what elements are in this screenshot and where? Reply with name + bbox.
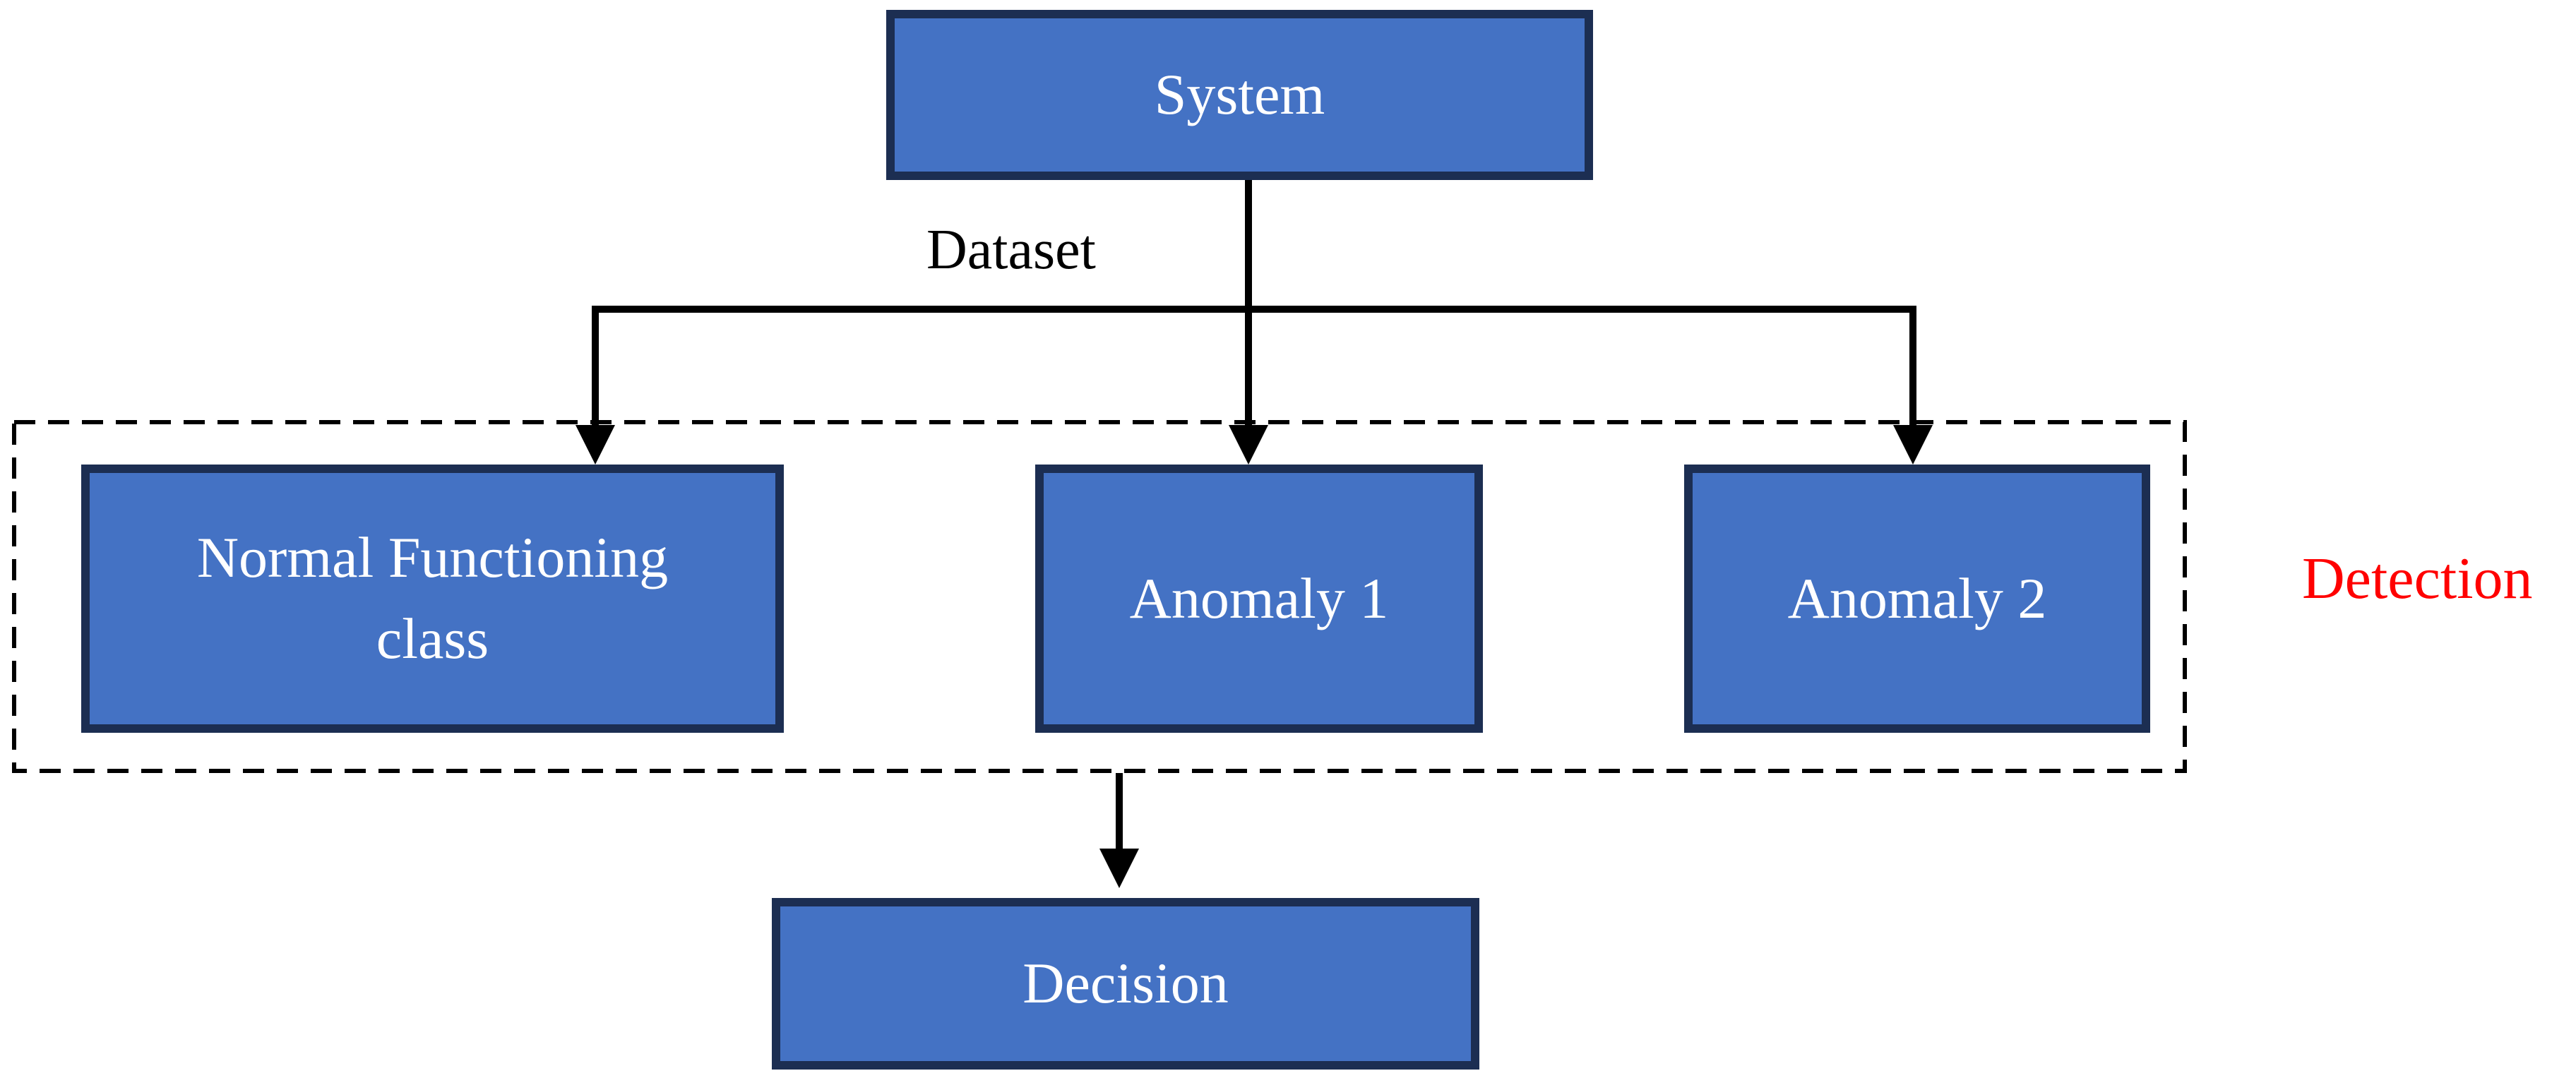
node-anomaly1-label: Anomaly 1 bbox=[1129, 565, 1389, 630]
dataset-label: Dataset bbox=[926, 219, 1096, 281]
arrowhead-to-decision bbox=[1099, 849, 1139, 888]
detection-group-border bbox=[12, 420, 2187, 773]
arrowhead-to-anomaly2 bbox=[1893, 425, 1933, 465]
node-anomaly-1: Anomaly 1 bbox=[1035, 465, 1483, 733]
node-normal-label: Normal Functioning class bbox=[196, 525, 669, 671]
node-normal-functioning-class: Normal Functioning class bbox=[81, 465, 784, 733]
arrowhead-to-normal bbox=[576, 425, 615, 465]
node-decision-label: Decision bbox=[1022, 951, 1229, 1016]
node-anomaly2-label: Anomaly 2 bbox=[1787, 565, 2047, 630]
node-system: System bbox=[886, 10, 1593, 180]
arrowhead-to-anomaly1 bbox=[1229, 425, 1268, 465]
node-anomaly-2: Anomaly 2 bbox=[1684, 465, 2150, 733]
node-system-label: System bbox=[1154, 62, 1325, 127]
detection-label: Detection bbox=[2302, 546, 2533, 611]
node-decision: Decision bbox=[772, 898, 1479, 1070]
